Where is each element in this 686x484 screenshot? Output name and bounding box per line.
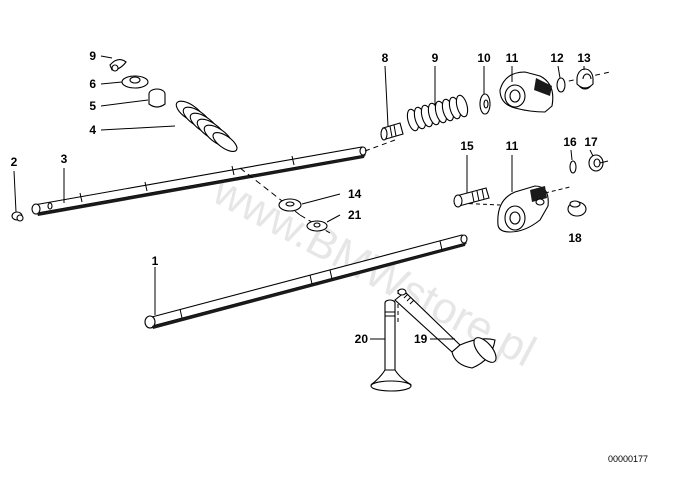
adjuster-8 — [380, 122, 404, 141]
callout-15: 15 — [460, 139, 474, 153]
nut-13 — [576, 68, 594, 90]
callout-13: 13 — [577, 51, 591, 65]
valve-20 — [370, 299, 412, 392]
callout-8: 8 — [382, 51, 389, 65]
bushing-5 — [148, 88, 166, 108]
clip-7 — [109, 59, 127, 72]
callout-1: 1 — [152, 254, 159, 268]
spring-9 — [406, 94, 469, 132]
washer-10 — [479, 93, 491, 115]
callout-20: 20 — [355, 332, 369, 346]
reference-number: 00000177 — [608, 454, 648, 464]
spring-4 — [175, 100, 238, 152]
callout-6: 6 — [89, 77, 96, 91]
cap-18 — [567, 200, 587, 217]
callout-18: 18 — [568, 231, 582, 245]
callout-9: 9 — [432, 51, 439, 65]
valve-19 — [394, 288, 497, 369]
washer-21 — [306, 220, 328, 232]
callout-3: 3 — [61, 152, 68, 166]
callout-21: 21 — [348, 208, 362, 222]
rocker-arm-upper-11 — [499, 71, 554, 113]
circlip-12 — [556, 77, 566, 93]
callout-19: 19 — [414, 332, 428, 346]
callout-11-lower: 11 — [506, 139, 519, 153]
callout-5: 5 — [89, 99, 96, 113]
callout-14: 14 — [348, 187, 362, 201]
callout-11-upper: 11 — [506, 51, 519, 65]
washer-14 — [278, 198, 302, 212]
washer-6 — [121, 75, 149, 89]
callout-17: 17 — [584, 135, 598, 149]
callout-16: 16 — [563, 135, 577, 149]
rocker-arm-lower-11 — [497, 185, 549, 233]
leader-lines — [13, 55, 594, 340]
callout-7: 9 — [89, 49, 96, 63]
callout-10: 10 — [477, 51, 491, 65]
callouts: 9 6 5 4 2 3 8 9 10 11 12 13 14 21 15 11 … — [11, 49, 598, 346]
callout-4: 4 — [89, 123, 96, 137]
callout-2: 2 — [11, 155, 18, 169]
nut-17 — [588, 154, 604, 172]
rocker-shaft-lower — [144, 234, 468, 329]
rocker-shaft-upper — [31, 146, 367, 216]
plug-2 — [11, 211, 24, 222]
callout-12: 12 — [550, 51, 564, 65]
circlip-16 — [569, 160, 577, 174]
bolt-15 — [453, 187, 490, 208]
